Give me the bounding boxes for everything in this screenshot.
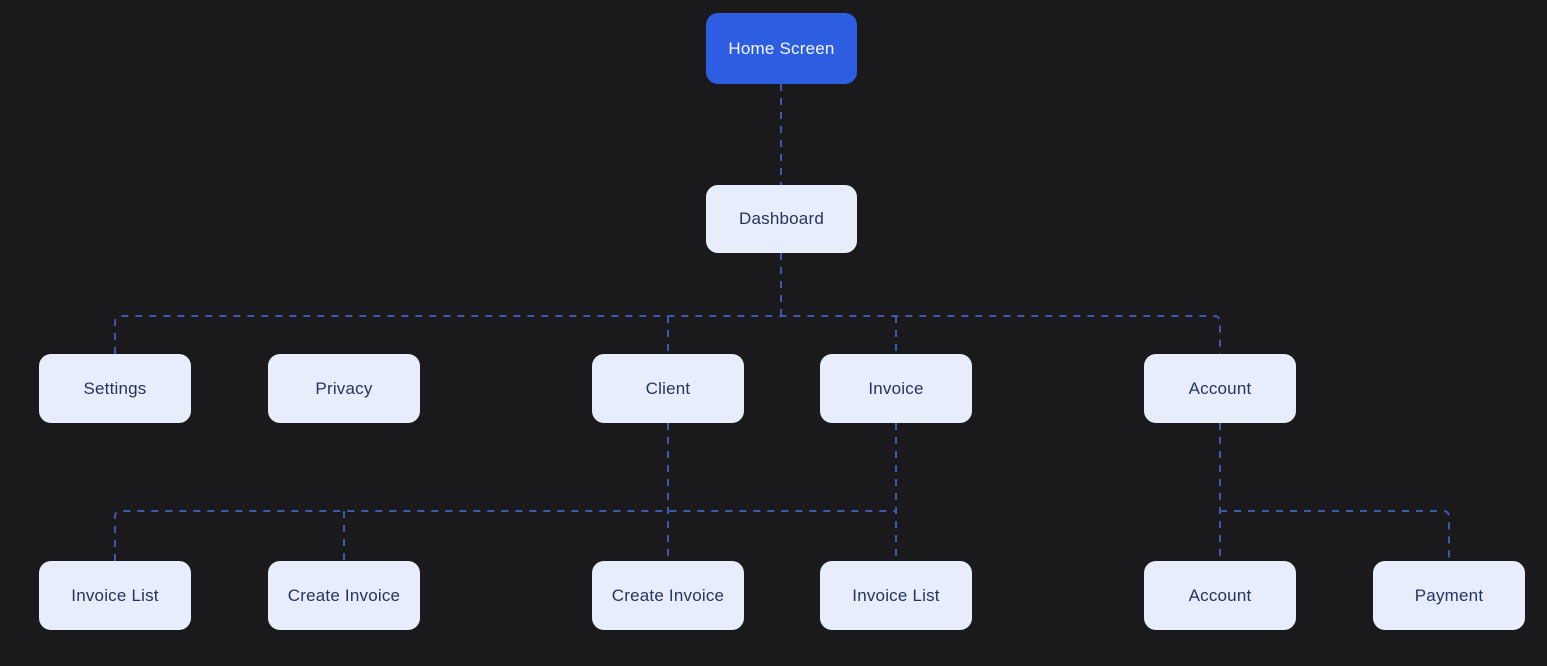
node-invoice-list-2[interactable]: Invoice List [820,561,972,630]
node-label: Invoice List [71,585,159,605]
node-label: Account [1188,585,1252,605]
node-create-invoice-2[interactable]: Create Invoice [592,561,744,630]
node-invoice[interactable]: Invoice [820,354,972,423]
node-label: Create Invoice [611,585,725,605]
node-label: Invoice List [852,585,940,605]
node-label: Privacy [315,378,373,398]
node-settings[interactable]: Settings [39,354,191,423]
node-label: Create Invoice [287,585,401,605]
node-label: Home Screen [728,38,835,58]
node-label: Client [645,378,691,398]
node-account-2[interactable]: Account [1144,561,1296,630]
connector-level3-rail-left [114,510,896,561]
node-label: Settings [83,378,147,398]
node-home-screen[interactable]: Home Screen [706,13,857,84]
connector-level3-rail-right-payment [1220,510,1450,561]
node-dashboard[interactable]: Dashboard [706,185,857,253]
node-label: Account [1188,378,1252,398]
node-invoice-list-1[interactable]: Invoice List [39,561,191,630]
node-account[interactable]: Account [1144,354,1296,423]
connector-level2-rail [114,315,1221,354]
node-client[interactable]: Client [592,354,744,423]
node-label: Payment [1414,585,1484,605]
node-privacy[interactable]: Privacy [268,354,420,423]
node-payment[interactable]: Payment [1373,561,1525,630]
node-label: Invoice [868,378,924,398]
node-label: Dashboard [739,209,824,228]
node-create-invoice-1[interactable]: Create Invoice [268,561,420,630]
